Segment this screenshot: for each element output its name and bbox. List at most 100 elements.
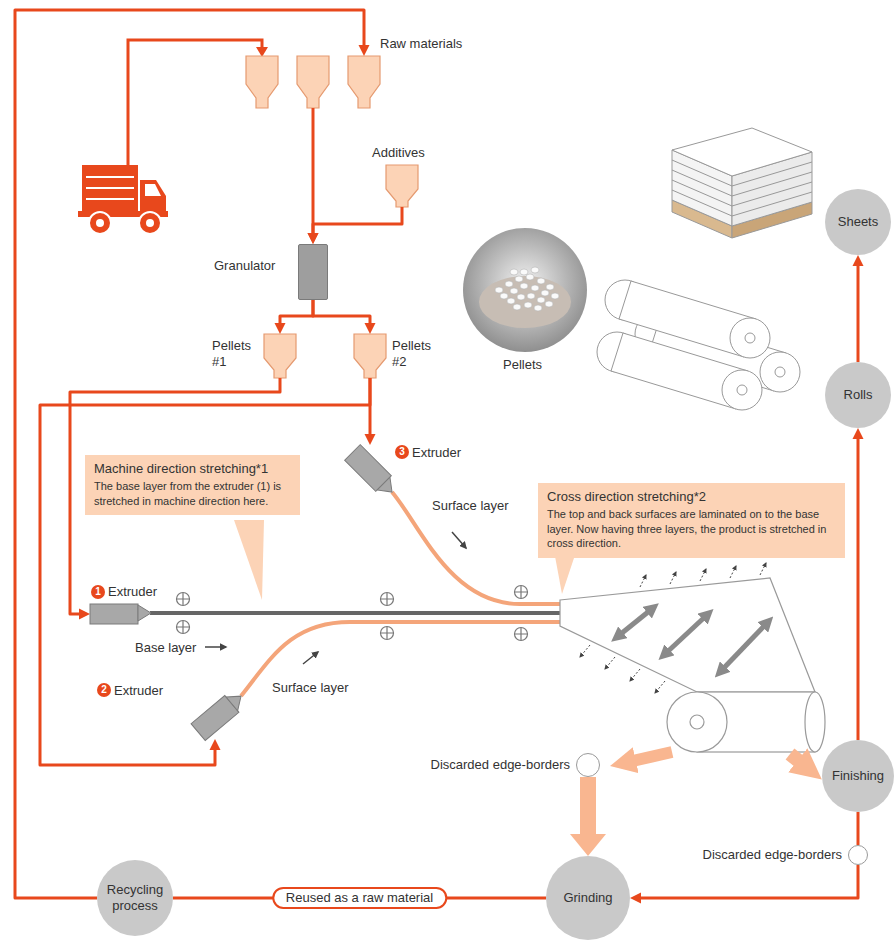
flow-connector [630, 865, 858, 904]
truck-hub [96, 219, 104, 227]
spread-arrow [730, 566, 736, 578]
node-label: Grinding [563, 890, 612, 906]
arrowhead [365, 434, 376, 445]
flow-line [15, 10, 364, 898]
flow-line [637, 865, 858, 898]
stretch-arrow [617, 608, 653, 637]
process-circle: Grinding [546, 856, 630, 940]
roll-stack [597, 280, 800, 410]
trim-arrow [628, 752, 672, 762]
flow-direction-arrows [205, 532, 466, 664]
process-circle: Recycling process [97, 860, 173, 936]
truck-window [145, 184, 161, 196]
extruder-nozzle [226, 689, 247, 711]
callout-box: Machine direction stretching*1The base l… [85, 455, 300, 515]
supply-line [128, 40, 262, 165]
spread-arrow [655, 681, 665, 693]
part-label: Pellets [503, 357, 542, 373]
pellets-photo [463, 228, 587, 352]
roll-end [730, 318, 770, 358]
truck [78, 165, 168, 234]
arrowhead [308, 233, 319, 244]
callout-number: 2 [97, 683, 111, 697]
output-arrow [790, 754, 805, 766]
truck-cab [140, 180, 166, 214]
node-label: Extruder [114, 683, 163, 699]
truck-hub [146, 219, 154, 227]
additive-hopper: Additives [386, 165, 418, 207]
surface-layer-film [392, 492, 560, 604]
roll-end [760, 352, 800, 392]
rollers [177, 586, 528, 641]
flow-connector [40, 378, 370, 765]
film-roll-end [667, 692, 727, 752]
spread-arrow [760, 563, 766, 575]
node-label: Sheets [838, 214, 878, 230]
extruder-rotated [191, 688, 248, 741]
hoppers [246, 56, 418, 378]
extruder: Extruder [345, 445, 391, 491]
flow-line [580, 777, 596, 843]
node-label: Cross direction stretching*2 [547, 489, 836, 505]
pellet-hopper: Pellets #2 [354, 334, 386, 378]
callout-pointer [234, 520, 264, 600]
roll-hub [745, 333, 755, 343]
part-label: Base layer [135, 640, 196, 656]
arrowhead [630, 893, 641, 904]
pellet-hopper: Pellets #1 [264, 334, 296, 378]
callout-box: Cross direction stretching*2The top and … [538, 483, 845, 558]
node-label: Recycling process [102, 882, 168, 915]
node-label: Discarded edge-borders [703, 847, 842, 863]
spread-arrow [630, 669, 640, 681]
product-circle: Sheets [825, 189, 891, 255]
arrowhead [359, 45, 370, 56]
spread-arrow [580, 645, 590, 657]
callout-number: 3 [395, 445, 409, 459]
hopper [297, 56, 329, 108]
flow-connector [15, 10, 370, 898]
node-label: Extruder [412, 445, 461, 461]
flow-connector [858, 812, 859, 845]
raw-material-hoppers: Raw materials [246, 56, 380, 108]
node-label: Additives [372, 145, 425, 161]
node-label: Granulator [214, 258, 275, 274]
truck-stripe [86, 187, 134, 189]
sheet-stack [672, 128, 812, 238]
flow-connector [313, 300, 376, 334]
arrowhead [853, 255, 864, 266]
stretched-film [560, 578, 815, 692]
flow-connector [275, 300, 314, 334]
part-label: Surface layer [272, 680, 349, 696]
node-label: Pellets #1 [212, 338, 260, 371]
flow-line [312, 108, 315, 237]
flow-connector [308, 207, 403, 244]
film-roll-end [805, 692, 825, 752]
spread-arrows [580, 563, 766, 693]
arrowhead [365, 323, 376, 334]
film-roll-hub [690, 715, 704, 729]
surface-layer-film [241, 622, 560, 696]
node-label: Rolls [844, 387, 873, 403]
extruder-rotated [345, 445, 400, 500]
hopper [246, 56, 278, 108]
spread-arrow [605, 657, 615, 669]
part-label: Surface layer [432, 498, 509, 514]
arrowhead [210, 739, 221, 750]
extruder: Extruder [193, 697, 237, 739]
roller-cross [177, 586, 527, 640]
node-label: Extruder [108, 584, 157, 600]
sheet-lines [672, 160, 812, 216]
hopper [386, 165, 418, 207]
extruder-nozzle [138, 605, 151, 621]
process-circle: Finishing [822, 740, 894, 812]
spread-arrow [670, 572, 676, 584]
cross-stretch-arrows [617, 608, 768, 672]
truck-wheel [139, 212, 161, 234]
scrap-circle: Discarded edge-borders [848, 845, 868, 865]
direction-arrow [303, 652, 318, 664]
extruder: Extruder [90, 604, 138, 624]
arrowhead [308, 233, 319, 244]
stretch-arrow [664, 614, 708, 655]
photo-frame [463, 228, 587, 352]
